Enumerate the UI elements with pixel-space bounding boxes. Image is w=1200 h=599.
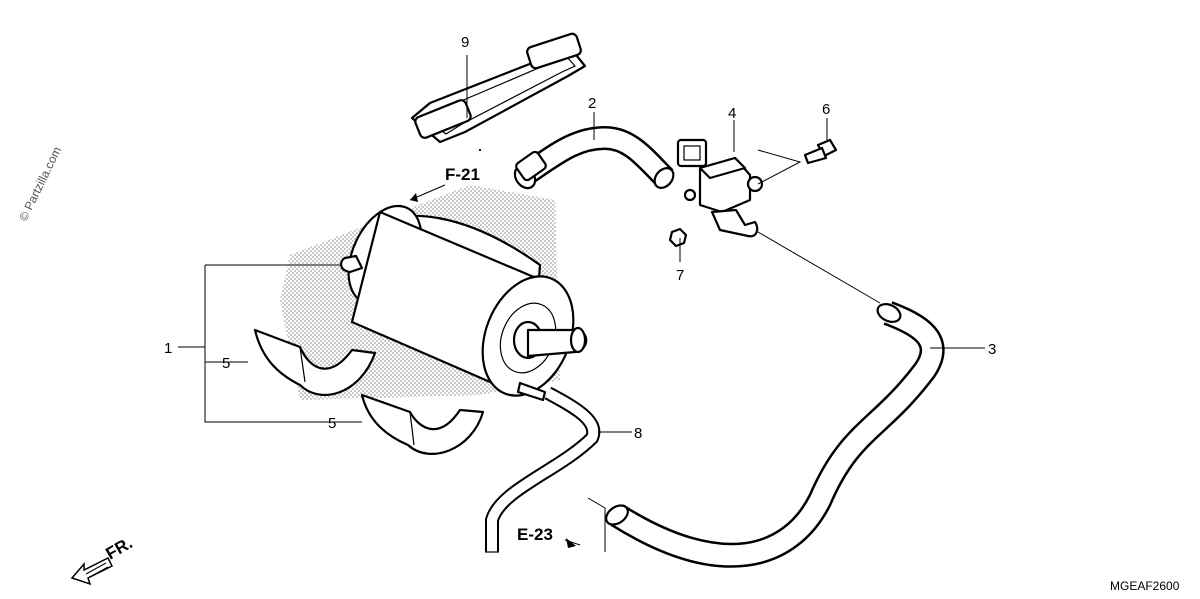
callout-5-upper: 5	[222, 355, 230, 372]
callout-6: 6	[822, 101, 830, 118]
callout-9: 9	[461, 34, 469, 51]
part-4-solenoid-valve[interactable]	[478, 138, 764, 238]
part-5-pad-upper[interactable]	[253, 328, 377, 396]
diagram-code: MGEAF2600	[1110, 579, 1180, 593]
part-3-tube[interactable]	[603, 301, 945, 568]
part-5-pad-lower[interactable]	[360, 393, 485, 455]
part-8-tube[interactable]	[485, 386, 601, 553]
callout-7: 7	[676, 267, 684, 284]
callout-3: 3	[988, 341, 996, 358]
callout-1: 1	[164, 340, 172, 357]
part-6-bolt[interactable]	[803, 138, 838, 165]
ref-label-e23[interactable]: E-23	[517, 525, 553, 544]
part-1-canister[interactable]	[334, 194, 590, 409]
leader-lines	[178, 55, 985, 552]
part-2-tube[interactable]	[511, 125, 677, 192]
ref-label-f21[interactable]: F-21	[445, 165, 480, 184]
callout-2: 2	[588, 95, 596, 112]
part-7-nut[interactable]	[668, 227, 688, 248]
front-direction-indicator: FR.	[70, 533, 136, 586]
callout-5-lower: 5	[328, 415, 336, 432]
part-9-strap[interactable]	[410, 32, 587, 144]
watermark-text: © Partzilla.com	[16, 144, 64, 223]
callout-8: 8	[634, 425, 642, 442]
callout-4: 4	[728, 105, 736, 122]
